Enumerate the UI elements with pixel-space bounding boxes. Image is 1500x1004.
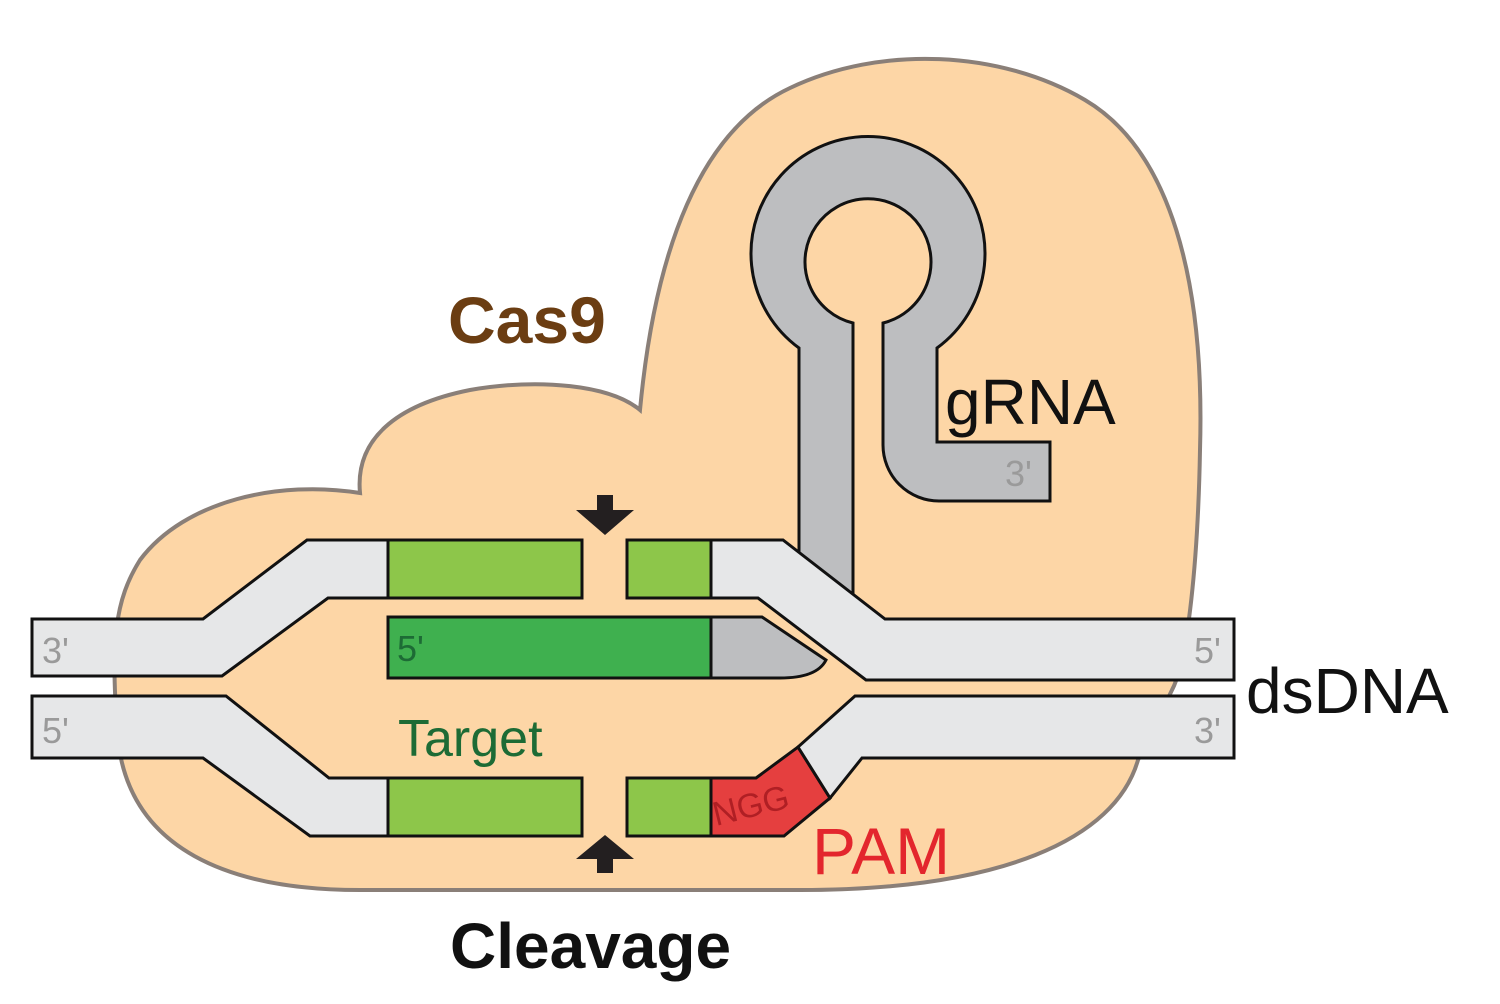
grna-3prime-label: 3': [1005, 453, 1032, 494]
top-target-right: [625, 538, 713, 600]
bottom-target-right: [625, 776, 713, 838]
bottom-right-end-label: 3': [1194, 710, 1221, 751]
cleavage-arrow-bottom: [576, 835, 634, 873]
top-target-left: [386, 538, 584, 600]
grna-strand: [749, 135, 1052, 612]
top-left-end-label: 3': [42, 630, 69, 671]
cleavage-arrow-top: [576, 495, 634, 535]
bottom-strand-right: [796, 694, 1236, 801]
top-strand-right: [709, 538, 1236, 682]
grna-label: gRNA: [945, 366, 1116, 438]
cas9-label: Cas9: [448, 283, 606, 357]
bottom-left-end-label: 5': [42, 710, 69, 751]
cleavage-label: Cleavage: [450, 910, 731, 982]
top-right-end-label: 5': [1194, 630, 1221, 671]
dsdna-label: dsDNA: [1246, 655, 1449, 727]
pam-label: PAM: [812, 814, 950, 888]
cas9-protein-body: [112, 56, 1203, 892]
bottom-target-left: [386, 776, 584, 838]
target-label: Target: [398, 710, 543, 768]
target-rna-strand: [386, 615, 713, 680]
grna-spacer-tail: [709, 615, 828, 680]
target-rna-5prime-label: 5': [397, 628, 424, 669]
